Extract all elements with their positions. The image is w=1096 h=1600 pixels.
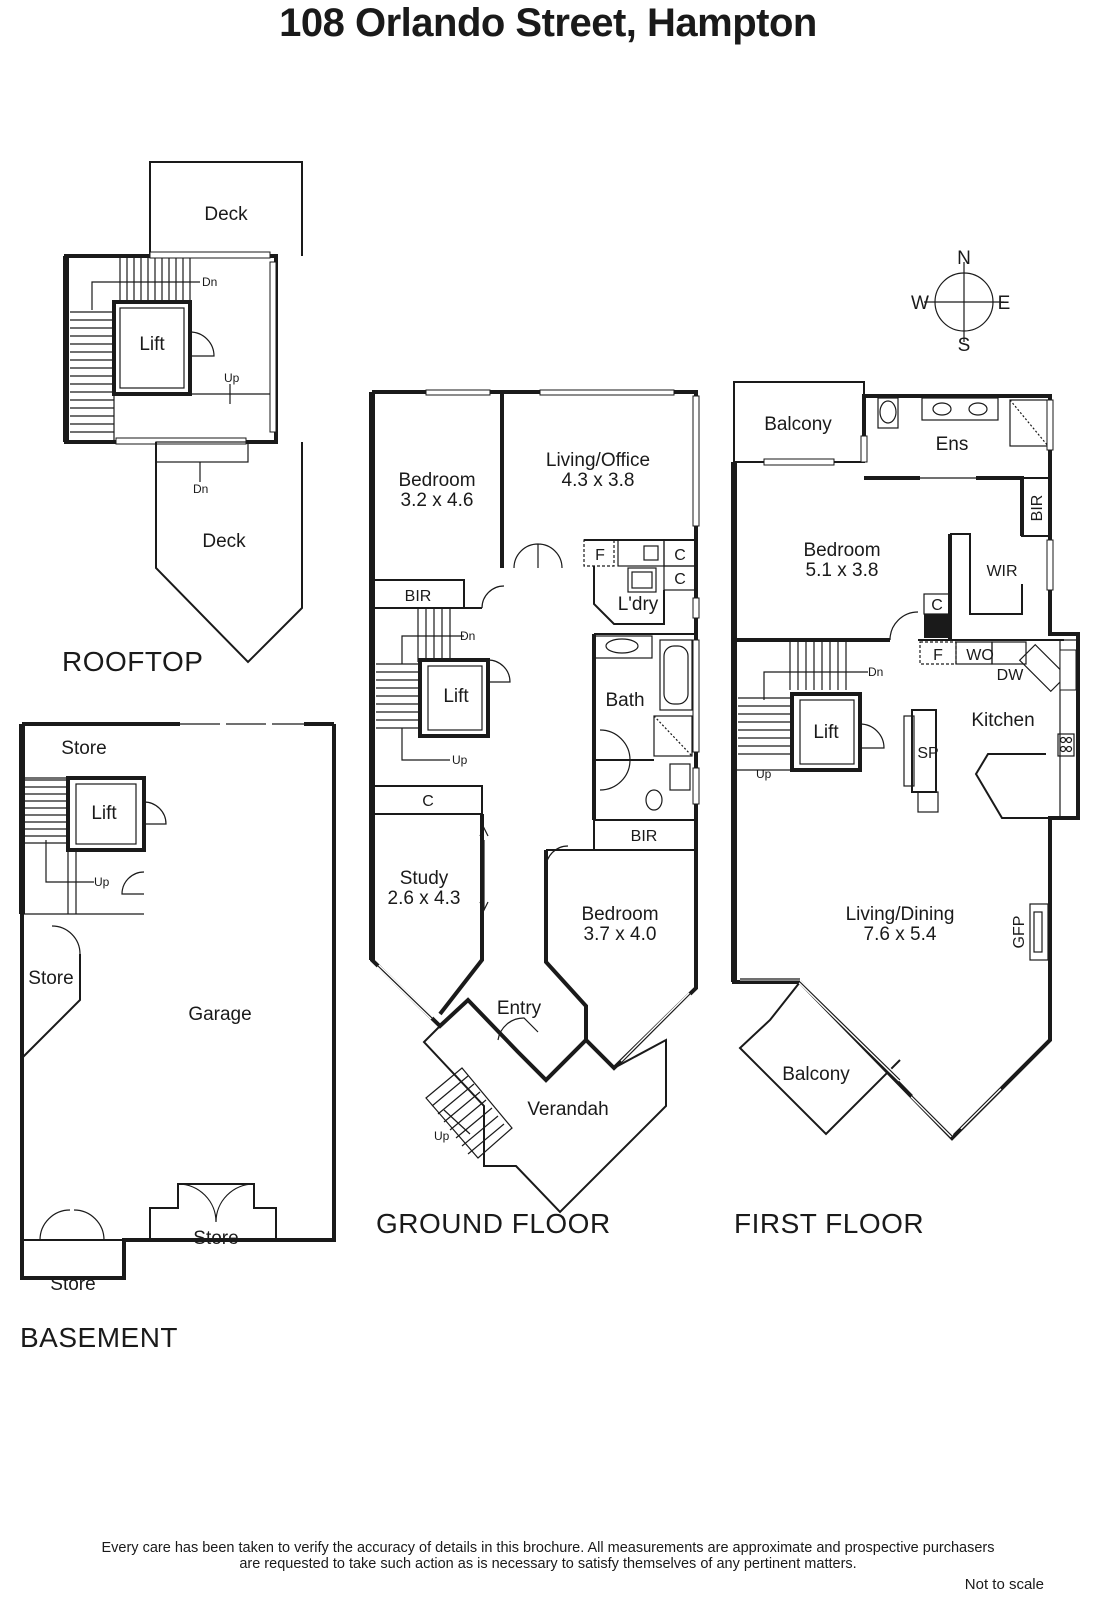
ground-bir2: BIR: [631, 828, 658, 845]
basement-label: BASEMENT: [20, 1322, 179, 1353]
first-bedroom: Bedroom: [803, 540, 880, 561]
rooftop-dn-mark-2: Dn: [193, 482, 208, 496]
disclaimer-line-2: are requested to take such action as is …: [239, 1556, 857, 1572]
first-fridge: F: [933, 647, 943, 664]
basement-store-left: Store: [28, 968, 73, 989]
ground-study-size: 2.6 x 4.3: [388, 888, 461, 909]
basement-garage: Garage: [188, 1004, 251, 1025]
ground-floor-label: GROUND FLOOR: [376, 1208, 611, 1239]
disclaimer-line-1: Every care has been taken to verify the …: [101, 1540, 995, 1556]
ground-lift: Lift: [443, 686, 469, 707]
ground-bedroom2: Bedroom: [581, 904, 658, 925]
first-gas-fireplace: GFP: [1011, 916, 1028, 949]
rooftop-plan: Deck Lift Deck Dn Up Dn: [63, 161, 303, 664]
compass: N S E W: [911, 248, 1010, 356]
first-bir: BIR: [1029, 495, 1046, 522]
ground-bedroom1: Bedroom: [398, 470, 475, 491]
compass-north: N: [957, 248, 971, 269]
ground-verandah: Verandah: [527, 1099, 608, 1120]
first-ensuite: Ens: [936, 434, 969, 455]
first-floor-plan: Balcony Ens BIR Bedroom 5.1 x 3.8 WIR C …: [731, 381, 1080, 1141]
not-to-scale-note: Not to scale: [964, 1576, 1044, 1593]
basement-store-top: Store: [61, 738, 106, 759]
basement-up-mark: Up: [94, 875, 110, 889]
rooftop-lift: Lift: [139, 334, 165, 355]
rooftop-deck-top: Deck: [204, 204, 248, 225]
ground-bath: Bath: [605, 690, 644, 711]
ground-cupboard1: C: [674, 547, 686, 564]
ground-bedroom2-size: 3.7 x 4.0: [584, 924, 657, 945]
ground-bir1: BIR: [405, 588, 432, 605]
first-kitchen: Kitchen: [971, 710, 1034, 731]
compass-west: W: [911, 293, 929, 314]
ground-living-office-size: 4.3 x 3.8: [562, 470, 635, 491]
first-bedroom-size: 5.1 x 3.8: [806, 560, 879, 581]
ground-fridge: F: [595, 547, 605, 564]
first-floor-label: FIRST FLOOR: [734, 1208, 925, 1239]
first-balcony-top: Balcony: [764, 414, 832, 435]
ground-cupboard3: C: [422, 793, 434, 810]
rooftop-up-mark: Up: [224, 371, 240, 385]
ground-entry: Entry: [497, 998, 542, 1019]
rooftop-deck-bottom: Deck: [202, 531, 246, 552]
basement-lift: Lift: [91, 803, 117, 824]
basement-plan: Store Lift Store Garage Store Store Up: [19, 722, 336, 1295]
ground-laundry: L'dry: [618, 594, 659, 615]
compass-south: S: [958, 335, 971, 356]
page-title: 108 Orlando Street, Hampton: [279, 1, 817, 45]
ground-study: Study: [400, 868, 449, 889]
first-living-dining-size: 7.6 x 5.4: [864, 924, 937, 945]
ground-up-mark: Up: [452, 753, 468, 767]
disclaimer: Every care has been taken to verify the …: [0, 1540, 1096, 1572]
ground-living-office: Living/Office: [546, 450, 650, 471]
first-dishwasher: DW: [997, 667, 1025, 684]
first-living-dining: Living/Dining: [846, 904, 955, 925]
first-wall-oven: WO: [966, 647, 994, 664]
rooftop-label: ROOFTOP: [62, 646, 204, 677]
first-cupboard: C: [931, 597, 943, 614]
first-pantry: SP: [917, 745, 938, 762]
ground-cupboard2: C: [674, 571, 686, 588]
first-up-mark: Up: [756, 767, 772, 781]
basement-store-bottom: Store: [50, 1274, 95, 1295]
first-dn-mark: Dn: [868, 665, 883, 679]
first-balcony-bottom: Balcony: [782, 1064, 850, 1085]
basement-store-mid: Store: [193, 1228, 238, 1249]
ground-dn-mark: Dn: [460, 629, 475, 643]
first-wir: WIR: [986, 563, 1017, 580]
ground-bedroom1-size: 3.2 x 4.6: [401, 490, 474, 511]
ground-floor-plan: Bedroom 3.2 x 4.6 Living/Office 4.3 x 3.…: [369, 389, 700, 1214]
compass-east: E: [998, 293, 1011, 314]
rooftop-dn-mark: Dn: [202, 275, 217, 289]
first-lift: Lift: [813, 722, 839, 743]
ground-verandah-up-mark: Up: [434, 1129, 450, 1143]
